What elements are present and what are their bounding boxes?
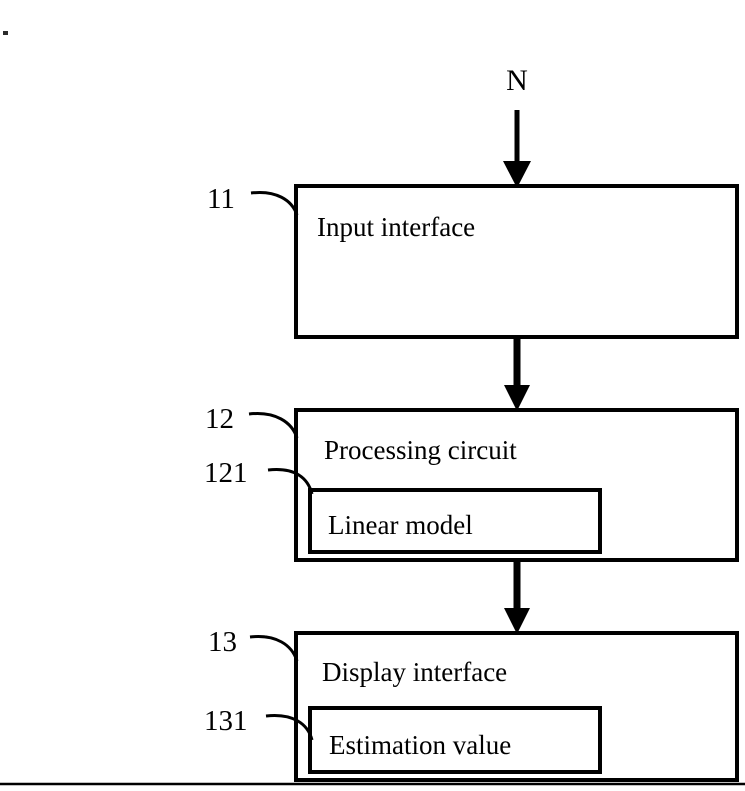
leader-line-11 bbox=[250, 190, 299, 216]
leader-line-13 bbox=[249, 635, 299, 662]
estimation-value-box[interactable] bbox=[308, 706, 602, 774]
display-interface-label: Display interface bbox=[322, 657, 507, 687]
estimation-value-label: Estimation value bbox=[329, 730, 511, 760]
reference-number-121: 121 bbox=[204, 457, 248, 489]
input-signal-label: N bbox=[506, 64, 528, 97]
linear-model-box[interactable] bbox=[308, 488, 602, 554]
input-interface-box[interactable] bbox=[294, 184, 739, 339]
leader-line-121 bbox=[267, 468, 314, 495]
reference-number-11: 11 bbox=[207, 183, 235, 215]
input-interface-label: Input interface bbox=[317, 212, 475, 242]
connector-input-to-processing bbox=[504, 337, 530, 411]
block-estimation-value[interactable]: Estimation value bbox=[308, 706, 602, 774]
reference-number-131: 131 bbox=[204, 705, 248, 737]
block-processing-circuit[interactable]: Processing circuit Linear model bbox=[294, 408, 739, 562]
block-display-interface[interactable]: Display interface Estimation value bbox=[294, 631, 739, 782]
linear-model-label: Linear model bbox=[328, 510, 473, 540]
reference-callout-121: 121 bbox=[204, 457, 314, 495]
leader-line-131 bbox=[265, 714, 314, 741]
reference-callout-12: 12 bbox=[205, 403, 299, 439]
reference-callout-13: 13 bbox=[208, 626, 299, 662]
scan-artifact-speck bbox=[3, 31, 8, 35]
reference-number-12: 12 bbox=[205, 403, 234, 435]
reference-callout-11: 11 bbox=[207, 183, 299, 216]
leader-line-12 bbox=[248, 412, 299, 439]
reference-number-13: 13 bbox=[208, 626, 237, 658]
reference-callout-131: 131 bbox=[204, 705, 314, 741]
block-input-interface[interactable]: Input interface bbox=[294, 184, 739, 339]
connector-processing-to-display bbox=[504, 560, 530, 634]
processing-circuit-label: Processing circuit bbox=[324, 435, 517, 465]
connector-signal-to-input-interface bbox=[503, 110, 531, 188]
block-linear-model[interactable]: Linear model bbox=[308, 488, 602, 554]
